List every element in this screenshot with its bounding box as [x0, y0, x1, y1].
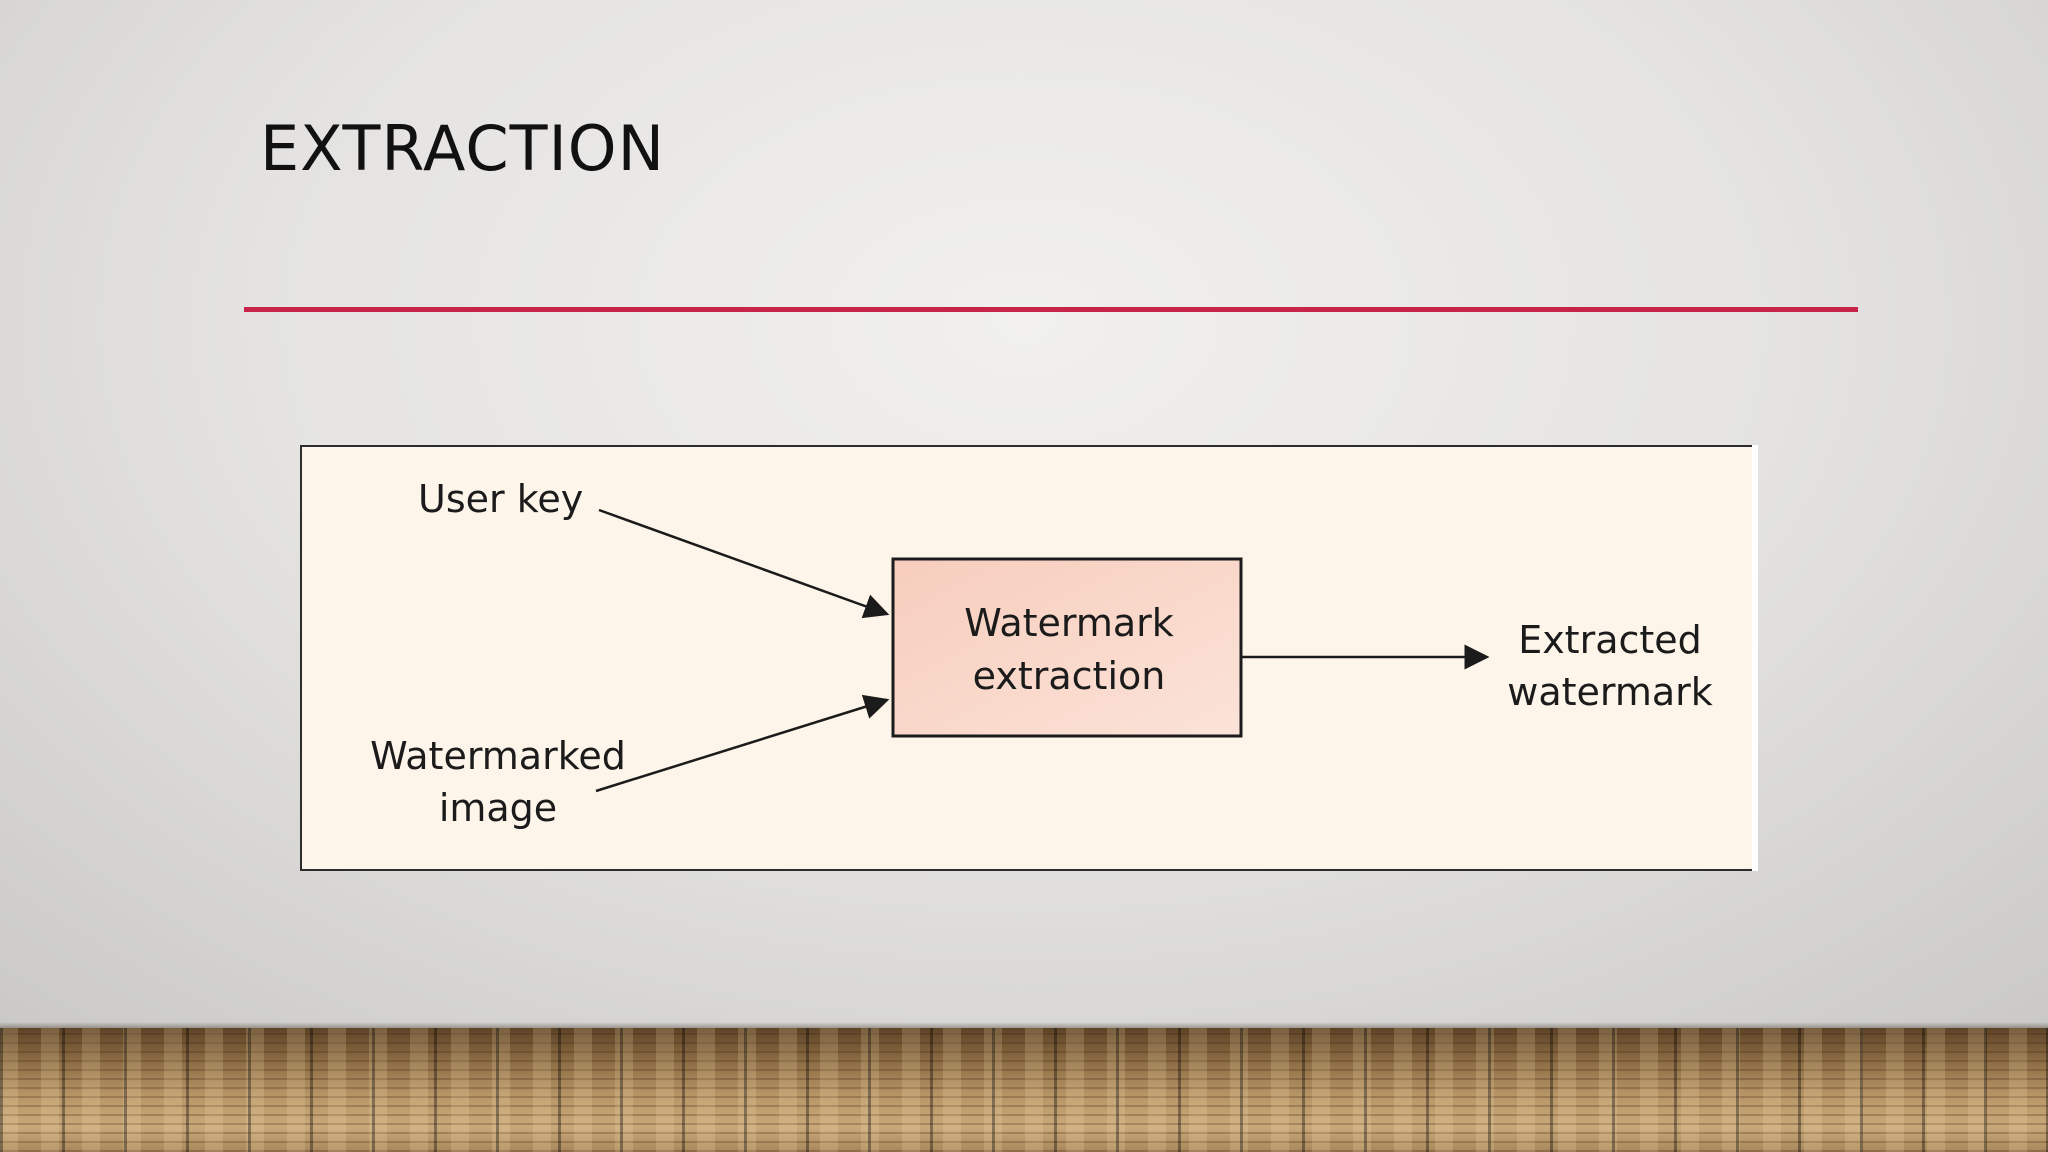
process-label-line2: extraction [973, 654, 1166, 698]
wooden-floor-decoration [0, 1028, 2048, 1152]
diagram-canvas: User key Watermarked image Watermark ext… [370, 477, 1713, 830]
title-accent-rule [244, 307, 1858, 312]
process-label-line1: Watermark [964, 601, 1174, 645]
arrow-image-to-extraction [595, 694, 890, 793]
output-label-line2: watermark [1507, 670, 1713, 714]
slide-title: EXTRACTION [260, 112, 665, 185]
arrow-user-key-to-extraction [598, 508, 890, 619]
user-key-label: User key [418, 477, 583, 521]
extraction-diagram: User key Watermarked image Watermark ext… [300, 445, 1756, 871]
output-label-line1: Extracted [1518, 618, 1702, 662]
floor-shadow [0, 1022, 2048, 1032]
watermarked-image-label-line2: image [439, 786, 557, 830]
watermark-extraction-box [891, 557, 1243, 738]
figure-right-edge [1752, 445, 1758, 871]
watermarked-image-label-line1: Watermarked [370, 734, 626, 778]
